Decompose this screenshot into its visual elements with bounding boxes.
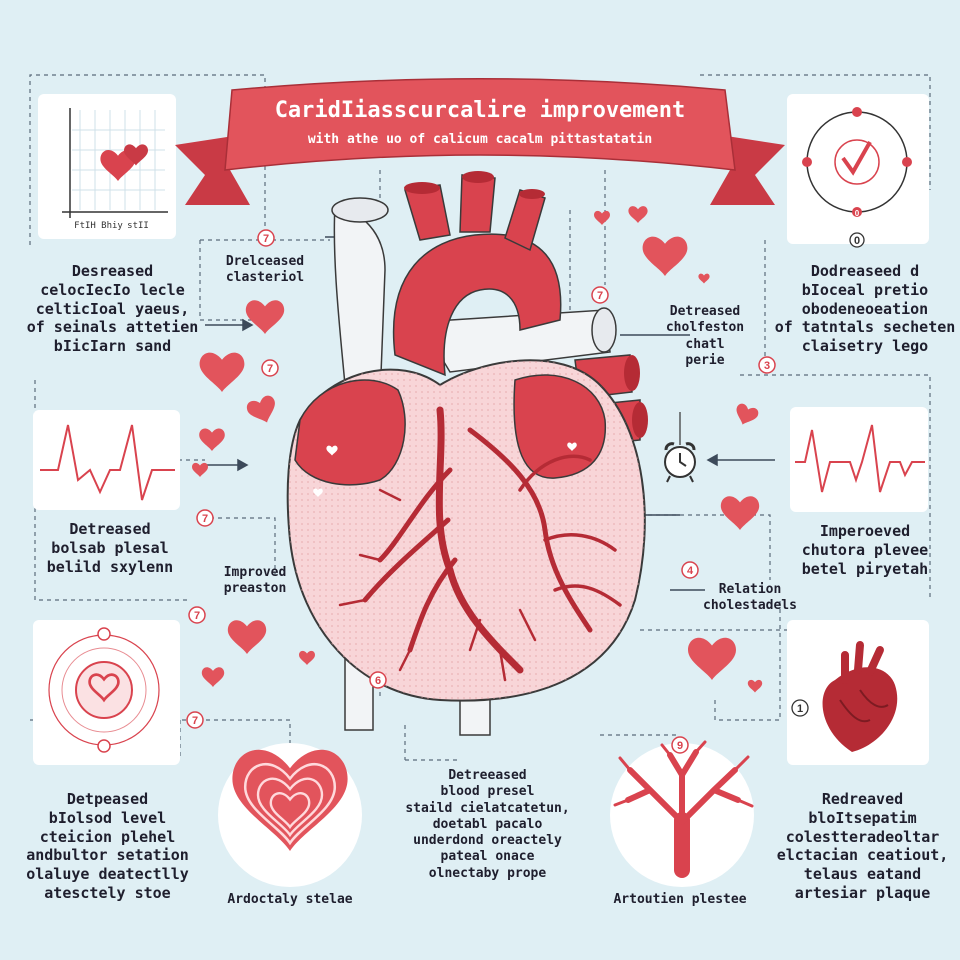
marker-label: 9 [677, 740, 683, 752]
tick-label: stII [127, 221, 149, 231]
heart-icon [642, 236, 688, 276]
checkmark-icon [841, 141, 872, 176]
anatomical-heart-panel [787, 620, 929, 765]
marker-label: 7 [192, 715, 198, 727]
banner-subtitle: with athe uo of calicum cacalm pittastat… [308, 132, 652, 147]
title-banner [175, 78, 785, 205]
pulse-icon [795, 424, 925, 493]
mini-chart-ticks: FtIH Bhiy stII [74, 221, 149, 231]
tick-label: FtIH [74, 221, 96, 231]
marker-label: 7 [202, 513, 208, 525]
marker-label: 3 [764, 360, 770, 372]
number-markers: 7 7 7 7 3 7 7 6 0 4 1 9 0 [186, 209, 865, 754]
heart-target-panel [33, 620, 180, 765]
main-heart-illustration [286, 171, 648, 736]
heart-icon [245, 300, 285, 334]
marker-label: 4 [687, 565, 694, 577]
marker-label: 7 [263, 233, 269, 245]
mini-chart-panel [38, 94, 176, 239]
tick-label: Bhiy [101, 221, 123, 231]
pulse-panel-right [790, 407, 928, 512]
layered-heart-panel [218, 743, 362, 887]
artery-panel [610, 740, 754, 887]
marker-label: 0 [854, 235, 860, 247]
banner-title: CaridIiasscurcalire improvement [275, 98, 686, 123]
pulse-icon [40, 424, 175, 501]
marker-label: 7 [194, 610, 200, 622]
marker-label: 0 [855, 209, 860, 218]
marker-label: 7 [597, 290, 603, 302]
label-bottom-left-caption: Ardoctaly stelae [227, 892, 353, 907]
marker-label: 7 [267, 363, 273, 375]
marker-label: 6 [375, 675, 381, 687]
marker-label: 1 [797, 703, 803, 715]
checkmark-panel [787, 94, 929, 244]
dashed-connectors [29, 74, 931, 800]
anatomical-heart-icon [822, 641, 898, 752]
pulse-panel-left [33, 410, 180, 510]
alarm-clock-icon [664, 412, 696, 483]
label-bottom-right-caption: Artoutien plestee [613, 892, 747, 907]
artery-tree-icon [613, 740, 754, 878]
